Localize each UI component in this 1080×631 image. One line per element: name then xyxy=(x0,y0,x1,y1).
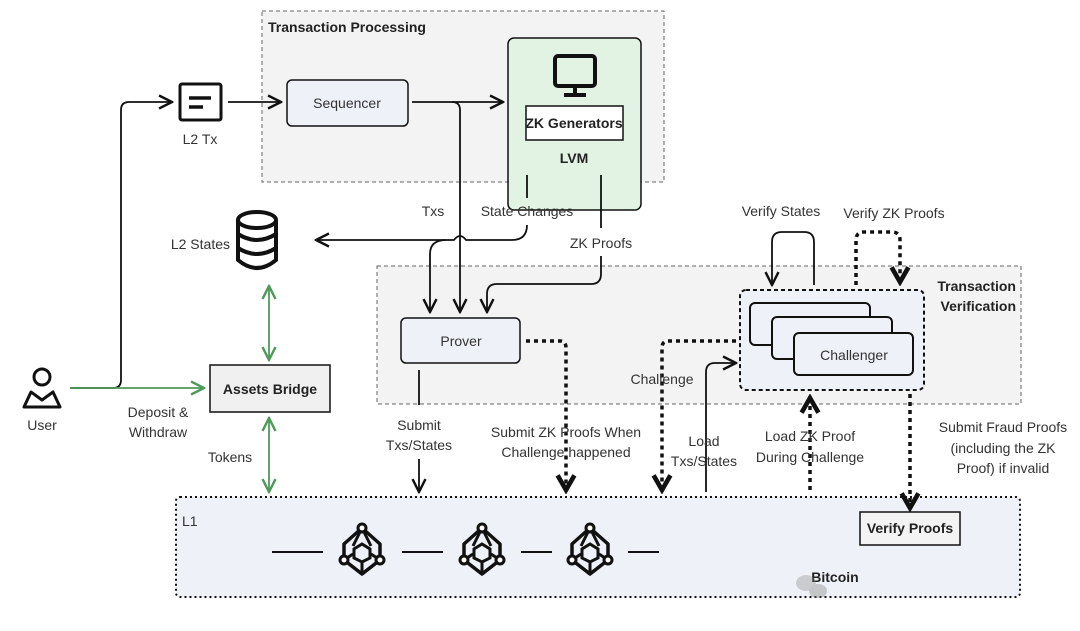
edges-dotted xyxy=(526,230,910,508)
submit-zk-label-2: Challenge happened xyxy=(501,444,630,460)
zk-proofs-label: ZK Proofs xyxy=(570,235,632,251)
l1-title: L1 xyxy=(182,513,198,529)
txs-label: Txs xyxy=(422,203,445,219)
load-zk-label: Load ZK Proof xyxy=(765,428,855,444)
load-txs-label-2: Txs/States xyxy=(671,453,737,469)
verify-proofs-label: Verify Proofs xyxy=(867,520,954,536)
verify-states-loop-edge xyxy=(772,231,815,285)
verify-states-label: Verify States xyxy=(742,203,821,219)
challenger-label: Challenger xyxy=(820,347,888,363)
deposit-label: Deposit & xyxy=(128,404,189,420)
submit-zk-label: Submit ZK Proofs When xyxy=(491,424,641,440)
wechat-watermark-icon xyxy=(796,575,827,598)
prover-label: Prover xyxy=(440,333,482,349)
prover-node xyxy=(400,317,521,364)
monitor-icon xyxy=(553,54,597,97)
blockchain-chain xyxy=(272,522,659,576)
zk-generators-label: ZK Generators xyxy=(525,115,622,131)
zk-generators-box xyxy=(525,105,624,141)
sequencer-label: Sequencer xyxy=(313,95,381,111)
l1-group xyxy=(175,496,1021,598)
fraud-proofs-label-2: (including the ZK xyxy=(950,440,1056,456)
fraud-proofs-label-3: Proof) if invalid xyxy=(957,460,1050,476)
document-icon xyxy=(178,82,223,122)
load-txs-label: Load xyxy=(688,433,719,449)
l2-states-label: L2 States xyxy=(171,236,230,252)
assets-bridge-node xyxy=(209,364,331,413)
zk-proofs-to-prover-edge xyxy=(487,256,602,312)
database-icon xyxy=(236,210,278,270)
submit-txs-label-2: Txs/States xyxy=(386,437,452,453)
load-txs-to-challenger-edge xyxy=(705,363,736,492)
l2tx-label: L2 Tx xyxy=(183,131,218,147)
fraud-proofs-label: Submit Fraud Proofs xyxy=(939,419,1067,435)
edges-bridge xyxy=(70,286,269,492)
txs-to-prover-edge xyxy=(430,239,447,312)
withdraw-label: Withdraw xyxy=(129,424,188,440)
sequencer-node xyxy=(286,79,409,127)
submit-txs-label: Submit xyxy=(397,417,441,433)
verify-proofs-node xyxy=(859,511,961,546)
challenge-edge xyxy=(662,339,736,490)
bitcoin-label: Bitcoin xyxy=(811,569,858,585)
lvm-label: LVM xyxy=(560,150,589,166)
transaction-verification-title-2: Verification xyxy=(941,298,1016,314)
assets-bridge-label: Assets Bridge xyxy=(223,381,317,397)
transaction-verification-title: Transaction xyxy=(937,278,1016,294)
user-label: User xyxy=(27,417,57,433)
state-changes-label: State Changes xyxy=(481,203,574,219)
sequencer-to-prover-edge xyxy=(451,101,460,312)
prover-submit-zk-edge xyxy=(526,339,566,490)
challenge-label: Challenge xyxy=(630,371,693,387)
challenger-node xyxy=(793,332,914,376)
edge-labels: Txs State Changes ZK Proofs Verify State… xyxy=(128,203,1068,476)
user-icon xyxy=(22,367,62,409)
tokens-label: Tokens xyxy=(208,449,252,465)
transaction-processing-title: Transaction Processing xyxy=(268,19,426,35)
user-to-l2tx-edge xyxy=(70,102,172,389)
verify-zk-proofs-label: Verify ZK Proofs xyxy=(843,205,944,221)
load-zk-label-2: During Challenge xyxy=(756,449,864,465)
state-changes-to-db-edge xyxy=(316,224,528,240)
